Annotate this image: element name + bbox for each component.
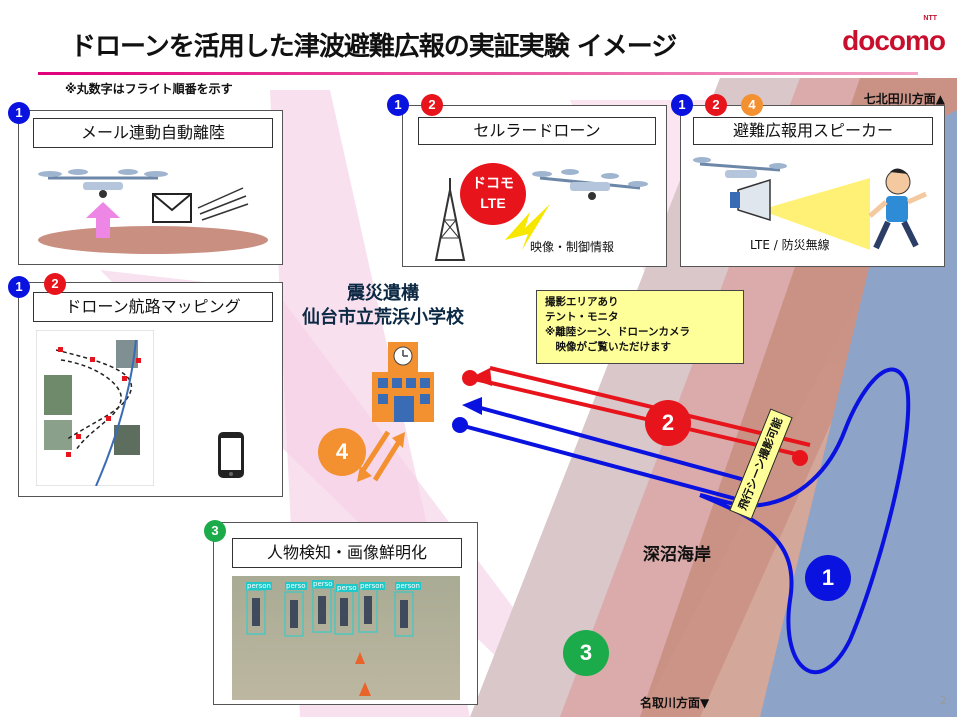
- logo-ntt: NTT: [923, 15, 937, 22]
- flight-badge-1: 1: [8, 276, 30, 298]
- notice-line: 映像がご覧いただけます: [545, 341, 671, 353]
- detection-image: person perso perso perso person person: [232, 576, 460, 700]
- drone-icon: [38, 169, 168, 198]
- panel-cellular-title: セルラードローン: [418, 117, 656, 145]
- panel-speaker-title: 避難広報用スピーカー: [693, 117, 933, 145]
- flight-badge-2: 2: [44, 273, 66, 295]
- page-number: 2: [940, 694, 947, 707]
- person-tag: perso: [336, 584, 358, 592]
- flight-badge-1: 1: [8, 102, 30, 124]
- flight-number-1: 1: [805, 555, 851, 601]
- flight-number-3: 3: [563, 630, 609, 676]
- cellular-illustration: [434, 169, 648, 261]
- north-direction: 七北田川方面▲: [863, 92, 945, 106]
- smartphone-icon: [218, 432, 244, 478]
- docomo-lte-badge: ドコモ LTE: [460, 163, 526, 225]
- panel-detection-title: 人物検知・画像鮮明化: [232, 538, 462, 568]
- school-line2: 仙台市立荒浜小学校: [302, 307, 464, 328]
- flight-path-1: [699, 367, 911, 675]
- panel-route-mapping-title: ドローン航路マッピング: [33, 292, 273, 322]
- speaker-illustration: [693, 157, 928, 250]
- person-tag: perso: [285, 582, 307, 590]
- order-note: ※丸数字はフライト順番を示す: [65, 82, 233, 96]
- running-person-icon: [868, 168, 928, 250]
- flight-badge-2: 2: [705, 94, 727, 116]
- sound-beam: [760, 178, 870, 250]
- flight-badge-4: 4: [741, 94, 763, 116]
- mail-icon: [152, 187, 249, 223]
- title-underline: [38, 72, 918, 75]
- south-direction: 名取川方面▼: [640, 696, 710, 710]
- badge-line2: LTE: [480, 195, 506, 211]
- lightning-icon: [505, 204, 550, 250]
- person-tag: person: [359, 582, 385, 590]
- page-title: ドローンを活用した津波避難広報の実証実験 イメージ: [70, 32, 677, 62]
- flight-badge-1: 1: [671, 94, 693, 116]
- detection-scene: [246, 587, 414, 696]
- school-line1: 震災遺構: [347, 283, 419, 304]
- drone-icon: [693, 157, 787, 178]
- flight-number-4: 4: [318, 428, 366, 476]
- school-label: 震災遺構 仙台市立荒浜小学校: [302, 282, 464, 330]
- notice-line: ※離陸シーン、ドローンカメラ: [545, 326, 691, 338]
- up-arrow-icon: [86, 202, 120, 238]
- antenna-tower-icon: [434, 178, 466, 261]
- route-map-image: [36, 330, 154, 486]
- school-building-icon: [372, 342, 434, 422]
- flight-badge-1: 1: [387, 94, 409, 116]
- shore-label: 深沼海岸: [643, 545, 711, 565]
- docomo-logo: NTT docomo: [842, 15, 946, 57]
- person-tag: person: [395, 582, 421, 590]
- person-tag: perso: [312, 580, 334, 588]
- panel-auto-takeoff-title: メール連動自動離陸: [33, 118, 273, 148]
- notice-line: 撮影エリアあり: [545, 296, 619, 308]
- megaphone-icon: [730, 178, 771, 222]
- person-tag: person: [246, 582, 272, 590]
- cellular-caption: 映像・制御情報: [530, 240, 615, 254]
- flight-number-2: 2: [645, 400, 691, 446]
- viewing-area-notice: 撮影エリアあり テント・モニタ ※離陸シーン、ドローンカメラ 映像がご覧いただけ…: [536, 290, 744, 364]
- flight-badge-2: 2: [421, 94, 443, 116]
- logo-text: docomo: [842, 25, 946, 56]
- takeoff-illustration: [38, 169, 268, 254]
- badge-line1: ドコモ: [472, 175, 514, 191]
- flight-badge-3: 3: [204, 520, 226, 542]
- drone-icon: [532, 169, 648, 200]
- speaker-caption: LTE / 防災無線: [750, 238, 830, 252]
- notice-line: テント・モニタ: [545, 311, 619, 323]
